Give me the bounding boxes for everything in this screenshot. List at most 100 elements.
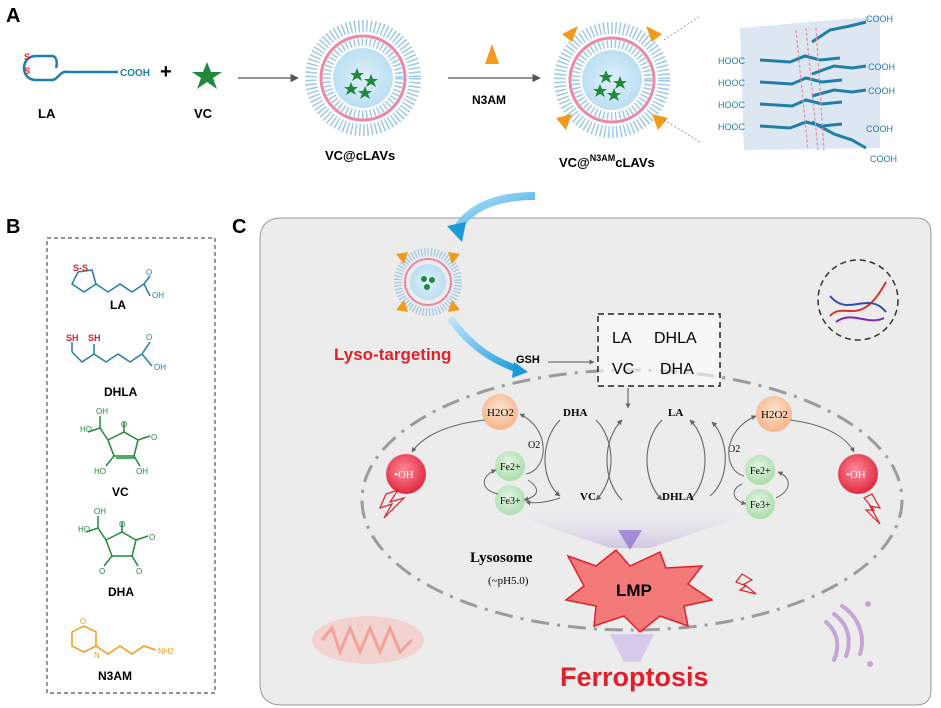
box-dha: DHA (660, 361, 694, 378)
vc-star-icon (192, 62, 222, 89)
dha-o-label-1: O (149, 533, 155, 542)
box-dhla: DHLA (654, 330, 697, 347)
n3am-n-label: N (94, 651, 100, 660)
n3am-structure (71, 625, 157, 655)
mitochondria-icon (312, 616, 424, 664)
vc-label: VC (194, 106, 213, 121)
dhla-structure (71, 341, 153, 367)
vc-oh-label-2: OH (136, 467, 148, 476)
dhla-struct-label: DHLA (104, 385, 138, 399)
panel-b: S-S O OH LA SH SH O OH DHLA HO OH O (46, 237, 216, 694)
lyso-arrow (447, 315, 522, 374)
dhla-oh-label: OH (154, 363, 166, 372)
cooh-label-5: COOH (870, 154, 897, 164)
dhla-sh2-label: SH (88, 333, 101, 343)
redox-box: LA DHLA VC DHA (597, 313, 721, 387)
lyso-targeting-label: Lyso-targeting (334, 345, 451, 364)
la-cooh-label: COOH (120, 68, 150, 79)
vc-oh-label-1: OH (96, 407, 108, 416)
vc-o-label-ring: O (121, 420, 127, 429)
panel-label-c: C (232, 216, 246, 238)
cycle-la: LA (668, 407, 683, 419)
la-oh-label: OH (152, 291, 164, 300)
membrane-zoom: COOH COOH COOH COOH COOH HOOC HOOC HOOC … (718, 14, 897, 164)
plus-sign: + (160, 61, 172, 83)
dha-o-label-ring: O (119, 520, 125, 529)
cooh-label-2: COOH (868, 62, 895, 72)
vesicle1-label: VC@cLAVs (325, 148, 395, 163)
oh-left: •OH (394, 469, 414, 481)
cycle-dha: DHA (563, 407, 588, 419)
hooc-label-3: HOOC (718, 100, 746, 110)
panel-b-box (46, 237, 216, 694)
dha-structure (85, 516, 149, 567)
vc-ho-label-2: HO (94, 467, 106, 476)
la-struct-label: LA (110, 298, 126, 312)
vc-o-label: O (151, 433, 157, 442)
oh-right: •OH (846, 469, 866, 481)
ferroptosis-funnel (610, 634, 654, 662)
ferroptosis-label: Ferroptosis (560, 662, 709, 692)
dha-o-label-3: O (136, 567, 142, 576)
n3am-o-label: O (80, 617, 86, 626)
h2o2-left: H2O2 (487, 407, 514, 419)
dha-oh-label: OH (94, 507, 106, 516)
la-molecule: S S COOH (22, 52, 150, 82)
gsh-label: GSH (516, 354, 540, 366)
hooc-label-1: HOOC (718, 56, 746, 66)
dhla-sh1-label: SH (66, 333, 79, 343)
dha-ho-label: HO (78, 525, 90, 534)
n3am-struct-label: N3AM (98, 669, 132, 683)
n3am-reagent-label: N3AM (472, 93, 506, 107)
box-la: LA (612, 330, 632, 347)
la-ss-label: S-S (73, 263, 88, 273)
dhla-o-label: O (146, 333, 152, 342)
fenton-right: H2O2 •OH Fe2+ Fe3+ O2 (728, 396, 878, 519)
lightning-icon-2 (863, 493, 882, 525)
vesicle2-label: VC@N3AMcLAVs (559, 153, 655, 170)
lightning-icon-3 (735, 573, 757, 595)
funnel-arrow (618, 530, 642, 550)
panel-label-b: B (6, 216, 20, 238)
entry-arrowhead (447, 222, 466, 242)
small-vesicle (394, 248, 462, 316)
fe2-left: Fe2+ (500, 462, 521, 473)
vc-structure (87, 416, 151, 467)
nucleus (817, 259, 899, 341)
n3am-triangle-icon (485, 44, 499, 64)
dha-struct-label: DHA (108, 585, 134, 599)
vesicle-1 (305, 20, 421, 136)
redox-cycle (544, 419, 726, 501)
cooh-label-1: COOH (866, 14, 893, 24)
box-vc: VC (612, 361, 634, 378)
o2-left: O2 (528, 440, 540, 451)
la-structure (71, 269, 151, 297)
n3am-nh2-label: NH2 (158, 647, 175, 656)
golgi-icon (824, 601, 873, 667)
panel-c: Lyso-targeting GSH LA DHLA VC DHA (259, 192, 932, 706)
vc-ho-label-1: HO (80, 425, 92, 434)
la-label: LA (38, 106, 56, 121)
fe2-right: Fe2+ (750, 466, 771, 477)
h2o2-right: H2O2 (761, 409, 788, 421)
convergence-funnel (470, 500, 790, 548)
la-o-label: O (146, 268, 152, 277)
hooc-label-2: HOOC (718, 78, 746, 88)
dha-o-label-2: O (99, 567, 105, 576)
cooh-label-4: COOH (866, 124, 893, 134)
svg-text:S: S (24, 52, 30, 62)
vc-struct-label: VC (112, 485, 129, 499)
panel-label-a: A (6, 5, 20, 27)
vesicle-2 (554, 15, 701, 143)
cooh-label-3: COOH (868, 86, 895, 96)
hooc-label-4: HOOC (718, 122, 746, 132)
ph-label: (~pH5.0) (488, 575, 529, 587)
lmp-burst (564, 548, 714, 634)
lysosome-label: Lysosome (470, 550, 533, 566)
o2-right: O2 (728, 444, 740, 455)
cell-body (259, 217, 932, 706)
svg-text:S: S (24, 66, 30, 76)
lyso-arrowhead (512, 362, 528, 378)
